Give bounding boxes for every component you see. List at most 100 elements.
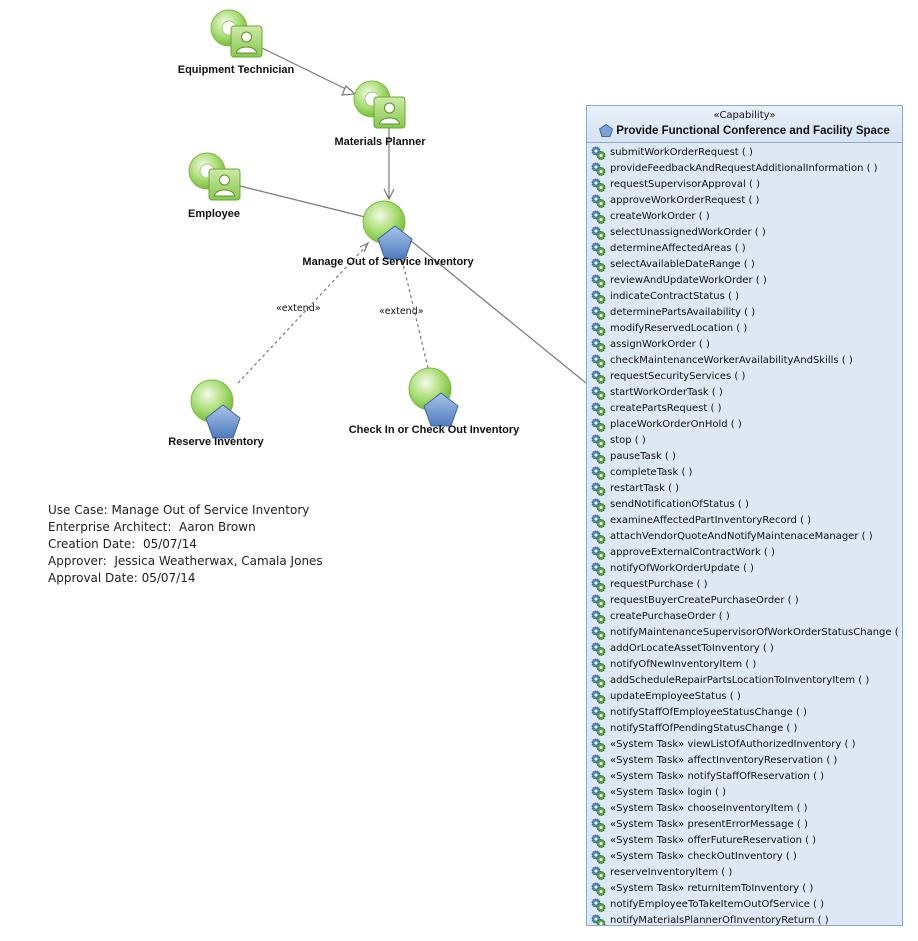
operation-item[interactable]: updateEmployeeStatus ( ) <box>591 689 902 705</box>
operation-item[interactable]: selectUnassignedWorkOrder ( ) <box>591 225 902 241</box>
operation-item[interactable]: requestPurchase ( ) <box>591 577 902 593</box>
operation-label: sendNotificationOfStatus ( ) <box>610 499 749 510</box>
operation-gear-icon <box>591 706 606 720</box>
operation-gear-icon <box>591 802 606 816</box>
operation-item[interactable]: «System Task» presentErrorMessage ( ) <box>591 817 902 833</box>
operation-label: «System Task» checkOutInventory ( ) <box>610 851 797 862</box>
capability-class-box[interactable]: «Capability» Provide Functional Conferen… <box>586 105 903 926</box>
operation-item[interactable]: notifyOfWorkOrderUpdate ( ) <box>591 561 902 577</box>
association-arrowhead <box>383 188 395 201</box>
operation-item[interactable]: «System Task» login ( ) <box>591 785 902 801</box>
operation-gear-icon <box>591 690 606 704</box>
operation-item[interactable]: «System Task» notifyStaffOfReservation (… <box>591 769 902 785</box>
operation-item[interactable]: completeTask ( ) <box>591 465 902 481</box>
operation-item[interactable]: provideFeedbackAndRequestAdditionalInfor… <box>591 161 902 177</box>
capability-title-row: Provide Functional Conference and Facili… <box>587 123 902 139</box>
association-line <box>239 185 366 218</box>
use-case-manage-out-of-service-inventory[interactable]: Manage Out of Service Inventory <box>302 200 474 268</box>
use-case-label: Reserve Inventory <box>168 436 264 448</box>
operation-item[interactable]: «System Task» affectInventoryReservation… <box>591 753 902 769</box>
operation-item[interactable]: determinePartsAvailability ( ) <box>591 305 902 321</box>
operation-item[interactable]: reserveInventoryItem ( ) <box>591 865 902 881</box>
operation-item[interactable]: createPurchaseOrder ( ) <box>591 609 902 625</box>
operation-item[interactable]: notifyOfNewInventoryItem ( ) <box>591 657 902 673</box>
operation-label: notifyMaintenanceSupervisorOfWorkOrderSt… <box>610 627 903 638</box>
generalization-arrowhead <box>341 85 357 96</box>
operation-item[interactable]: notifyMaintenanceSupervisorOfWorkOrderSt… <box>591 625 902 641</box>
operation-gear-icon <box>591 306 606 320</box>
operation-item[interactable]: addScheduleRepairPartsLocationToInventor… <box>591 673 902 689</box>
operation-label: «System Task» returnItemToInventory ( ) <box>610 883 814 894</box>
operation-gear-icon <box>591 370 606 384</box>
operation-item[interactable]: submitWorkOrderRequest ( ) <box>591 145 902 161</box>
operation-item[interactable]: determineAffectedAreas ( ) <box>591 241 902 257</box>
actor-equipment-technician[interactable]: Equipment Technician <box>178 9 295 76</box>
operation-item[interactable]: approveWorkOrderRequest ( ) <box>591 193 902 209</box>
operation-label: indicateContractStatus ( ) <box>610 291 739 302</box>
operation-item[interactable]: requestSupervisorApproval ( ) <box>591 177 902 193</box>
operation-gear-icon <box>591 882 606 896</box>
operation-label: createPurchaseOrder ( ) <box>610 611 730 622</box>
operation-item[interactable]: createWorkOrder ( ) <box>591 209 902 225</box>
operation-item[interactable]: requestBuyerCreatePurchaseOrder ( ) <box>591 593 902 609</box>
operation-item[interactable]: approveExternalContractWork ( ) <box>591 545 902 561</box>
operation-item[interactable]: notifyStaffOfPendingStatusChange ( ) <box>591 721 902 737</box>
operation-item[interactable]: checkMaintenanceWorkerAvailabilityAndSki… <box>591 353 902 369</box>
operation-item[interactable]: «System Task» checkOutInventory ( ) <box>591 849 902 865</box>
operation-label: stop ( ) <box>610 435 646 446</box>
operation-item[interactable]: placeWorkOrderOnHold ( ) <box>591 417 902 433</box>
operation-item[interactable]: attachVendorQuoteAndNotifyMaintenaceMana… <box>591 529 902 545</box>
operation-item[interactable]: modifyReservedLocation ( ) <box>591 321 902 337</box>
diagram-info-note: Use Case: Manage Out of Service Inventor… <box>48 502 323 587</box>
operation-gear-icon <box>591 850 606 864</box>
actor-employee[interactable]: Employee <box>188 152 241 220</box>
extend-label: «extend» <box>379 306 424 317</box>
operation-gear-icon <box>591 738 606 752</box>
operation-item[interactable]: reviewAndUpdateWorkOrder ( ) <box>591 273 902 289</box>
capability-header: «Capability» Provide Functional Conferen… <box>587 106 902 143</box>
operation-gear-icon <box>591 162 606 176</box>
use-case-reserve-inventory[interactable]: Reserve Inventory <box>168 379 265 448</box>
operation-gear-icon <box>591 178 606 192</box>
operation-gear-icon <box>591 386 606 400</box>
operation-gear-icon <box>591 834 606 848</box>
operation-label: assignWorkOrder ( ) <box>610 339 710 350</box>
operation-gear-icon <box>591 594 606 608</box>
operation-gear-icon <box>591 562 606 576</box>
operation-label: notifyMaterialsPlannerOfInventoryReturn … <box>610 915 829 926</box>
operation-item[interactable]: addOrLocateAssetToInventory ( ) <box>591 641 902 657</box>
operation-item[interactable]: createPartsRequest ( ) <box>591 401 902 417</box>
operation-item[interactable]: requestSecurityServices ( ) <box>591 369 902 385</box>
operation-label: createPartsRequest ( ) <box>610 403 722 414</box>
operation-item[interactable]: notifyStaffOfEmployeeStatusChange ( ) <box>591 705 902 721</box>
operation-gear-icon <box>591 418 606 432</box>
operation-item[interactable]: stop ( ) <box>591 433 902 449</box>
operation-item[interactable]: notifyEmployeeToTakeItemOutOfService ( ) <box>591 897 902 913</box>
operation-label: notifyStaffOfPendingStatusChange ( ) <box>610 723 798 734</box>
operation-item[interactable]: «System Task» chooseInventoryItem ( ) <box>591 801 902 817</box>
operation-label: approveExternalContractWork ( ) <box>610 547 775 558</box>
operation-item[interactable]: «System Task» offerFutureReservation ( ) <box>591 833 902 849</box>
operation-label: updateEmployeeStatus ( ) <box>610 691 741 702</box>
operation-item[interactable]: restartTask ( ) <box>591 481 902 497</box>
operation-gear-icon <box>591 322 606 336</box>
operation-label: «System Task» presentErrorMessage ( ) <box>610 819 808 830</box>
operation-gear-icon <box>591 226 606 240</box>
operation-label: createWorkOrder ( ) <box>610 211 710 222</box>
operation-label: checkMaintenanceWorkerAvailabilityAndSki… <box>610 355 853 366</box>
operation-item[interactable]: assignWorkOrder ( ) <box>591 337 902 353</box>
operation-item[interactable]: pauseTask ( ) <box>591 449 902 465</box>
operation-item[interactable]: selectAvailableDateRange ( ) <box>591 257 902 273</box>
operation-item[interactable]: indicateContractStatus ( ) <box>591 289 902 305</box>
operation-item[interactable]: «System Task» viewListOfAuthorizedInvent… <box>591 737 902 753</box>
operation-item[interactable]: startWorkOrderTask ( ) <box>591 385 902 401</box>
actor-materials-planner[interactable]: Materials Planner <box>334 80 426 148</box>
operation-label: completeTask ( ) <box>610 467 693 478</box>
operation-item[interactable]: sendNotificationOfStatus ( ) <box>591 497 902 513</box>
operation-gear-icon <box>591 450 606 464</box>
use-case-check-in-or-check-out-inventory[interactable]: Check In or Check Out Inventory <box>349 367 520 436</box>
operation-item[interactable]: «System Task» returnItemToInventory ( ) <box>591 881 902 897</box>
operation-item[interactable]: notifyMaterialsPlannerOfInventoryReturn … <box>591 913 902 926</box>
operation-item[interactable]: examineAffectedPartInventoryRecord ( ) <box>591 513 902 529</box>
operation-gear-icon <box>591 354 606 368</box>
